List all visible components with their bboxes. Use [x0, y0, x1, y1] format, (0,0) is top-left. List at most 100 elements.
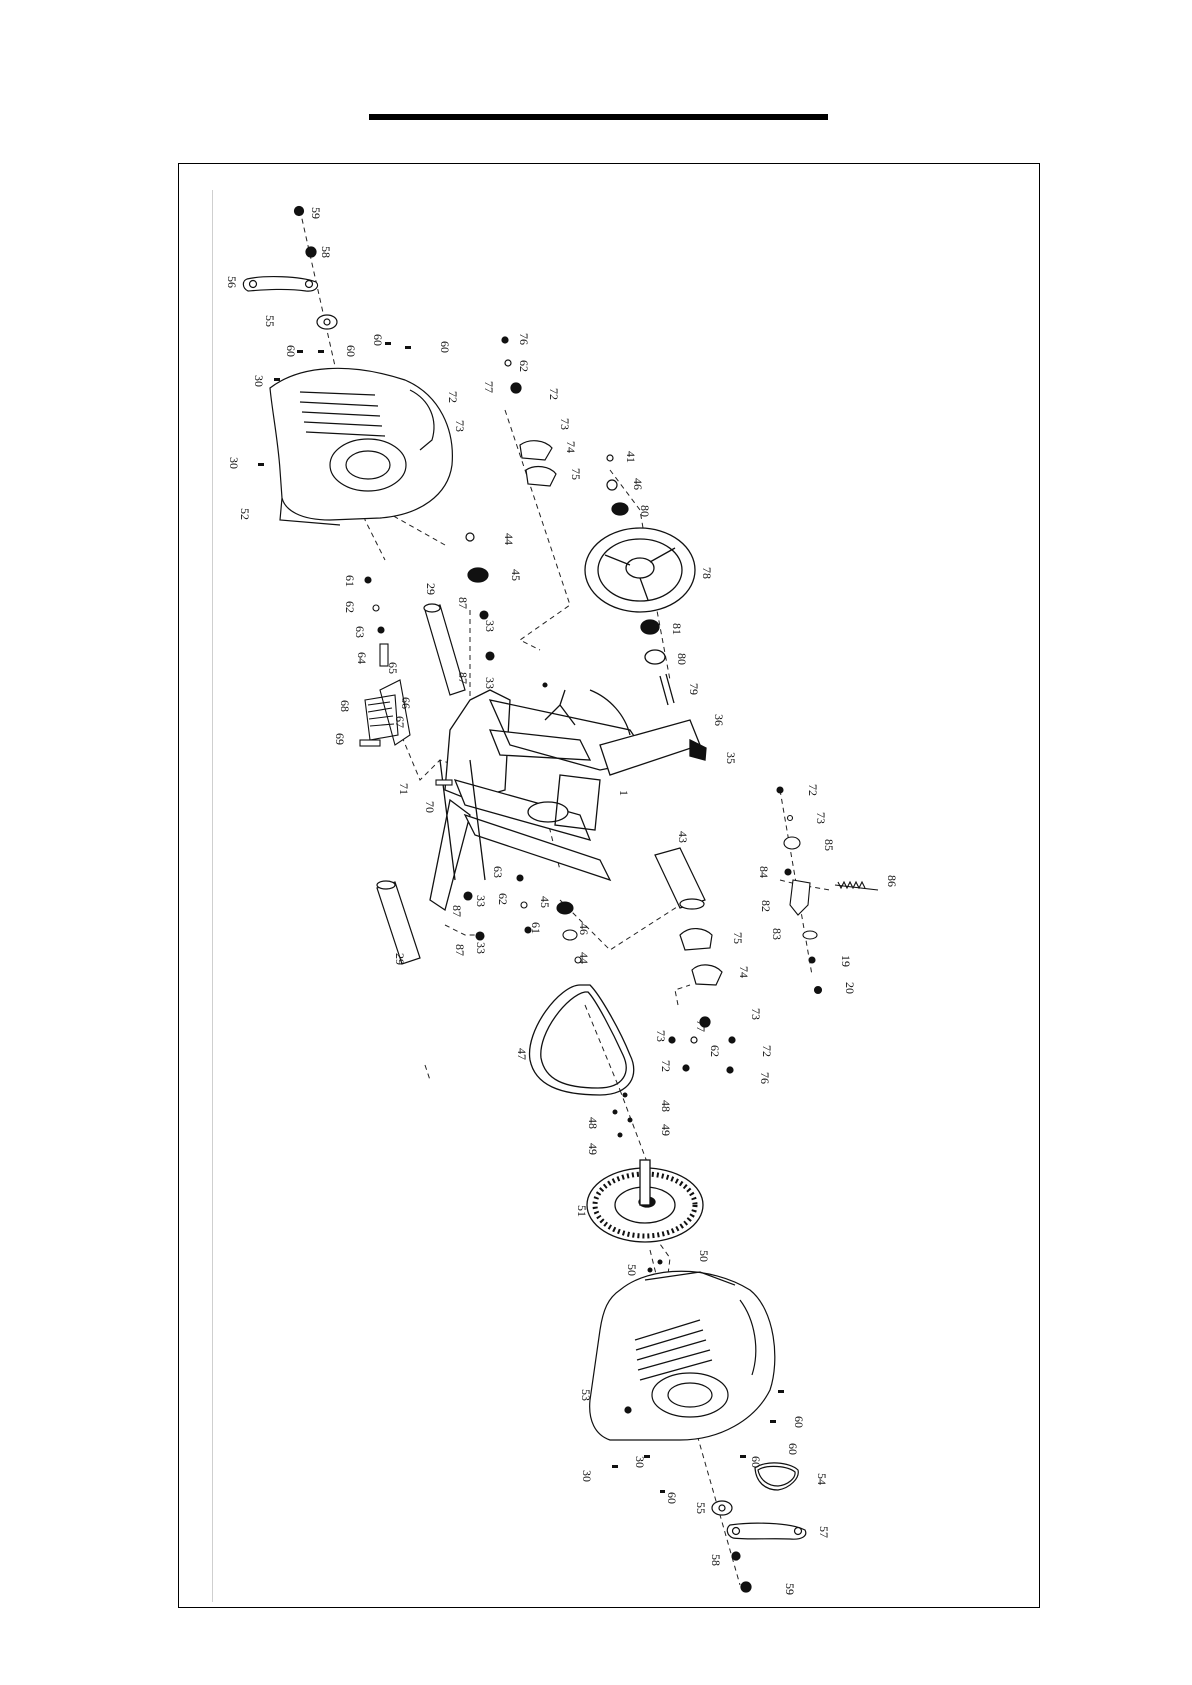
pulley-51 [587, 1160, 703, 1242]
callout-73: 73 [814, 812, 828, 824]
callout-55: 55 [694, 1502, 708, 1514]
callout-60: 60 [344, 345, 358, 357]
callout-61: 61 [529, 922, 543, 934]
callout-76: 76 [517, 333, 531, 345]
callout-84: 84 [757, 866, 771, 878]
callout-87: 87 [456, 597, 470, 609]
callout-83: 83 [770, 928, 784, 940]
callout-72: 72 [760, 1045, 774, 1057]
callout-41: 41 [624, 451, 638, 463]
callout-68: 68 [338, 700, 352, 712]
callout-30: 30 [252, 375, 266, 387]
callout-61: 61 [343, 575, 357, 587]
callout-49: 49 [586, 1143, 600, 1155]
callout-1: 1 [617, 790, 631, 796]
callout-52: 52 [238, 508, 252, 520]
callout-20: 20 [843, 982, 857, 994]
callout-86: 86 [885, 875, 899, 887]
callout-73: 73 [558, 418, 572, 430]
callout-29: 29 [393, 953, 407, 965]
callout-65: 65 [386, 662, 400, 674]
callout-71: 71 [397, 783, 411, 795]
callout-60: 60 [371, 334, 385, 346]
callout-58: 58 [319, 246, 333, 258]
callout-74: 74 [737, 966, 751, 978]
callout-87: 87 [456, 672, 470, 684]
callout-60: 60 [284, 345, 298, 357]
top-center-washers [466, 533, 488, 582]
callout-29: 29 [424, 583, 438, 595]
callout-45: 45 [538, 896, 552, 908]
callout-49: 49 [659, 1124, 673, 1136]
callout-60: 60 [438, 341, 452, 353]
callout-72: 72 [446, 391, 460, 403]
drive-belt-47 [530, 985, 634, 1095]
callout-50: 50 [625, 1264, 639, 1276]
main-frame-1 [430, 690, 706, 910]
callout-73: 73 [453, 420, 467, 432]
callout-30: 30 [227, 457, 241, 469]
left-cover [270, 368, 452, 525]
callout-44: 44 [577, 952, 591, 964]
callout-80: 80 [675, 653, 689, 665]
callout-87: 87 [453, 944, 467, 956]
callout-77: 77 [482, 381, 496, 393]
crank-bolts [613, 1093, 633, 1138]
callout-75: 75 [569, 468, 583, 480]
callout-75: 75 [731, 932, 745, 944]
callout-36: 36 [712, 714, 726, 726]
callout-62: 62 [517, 360, 531, 372]
callout-78: 78 [700, 567, 714, 579]
callout-76: 76 [758, 1072, 772, 1084]
callout-48: 48 [586, 1117, 600, 1129]
callout-33: 33 [483, 620, 497, 632]
callout-72: 72 [806, 784, 820, 796]
callout-72: 72 [547, 388, 561, 400]
callout-63: 63 [353, 626, 367, 638]
callout-69: 69 [333, 733, 347, 745]
callout-67: 67 [393, 716, 407, 728]
callout-44: 44 [502, 533, 516, 545]
callout-58: 58 [709, 1554, 723, 1566]
callout-33: 33 [474, 942, 488, 954]
callout-74: 74 [564, 441, 578, 453]
callout-73: 73 [749, 1008, 763, 1020]
callout-62: 62 [343, 601, 357, 613]
callout-50: 50 [697, 1250, 711, 1262]
callout-53: 53 [579, 1389, 593, 1401]
callout-51: 51 [575, 1205, 589, 1217]
callout-30: 30 [633, 1456, 647, 1468]
callout-19: 19 [839, 955, 853, 967]
callout-46: 46 [577, 923, 591, 935]
callout-48: 48 [659, 1100, 673, 1112]
callout-79: 79 [687, 683, 701, 695]
callout-30: 30 [580, 1470, 594, 1482]
callout-60: 60 [749, 1456, 763, 1468]
callout-43: 43 [676, 831, 690, 843]
callout-82: 82 [759, 900, 773, 912]
callout-77: 77 [694, 1020, 708, 1032]
callout-70: 70 [423, 801, 437, 813]
callout-63: 63 [491, 866, 505, 878]
callout-62: 62 [708, 1045, 722, 1057]
callout-66: 66 [399, 697, 413, 709]
callout-59: 59 [309, 207, 323, 219]
callout-55: 55 [263, 315, 277, 327]
callout-80: 80 [638, 505, 652, 517]
callout-60: 60 [665, 1492, 679, 1504]
flywheel-78 [585, 528, 695, 705]
callout-47: 47 [515, 1048, 529, 1060]
callout-54: 54 [815, 1473, 829, 1485]
callout-60: 60 [786, 1443, 800, 1455]
callout-35: 35 [724, 752, 738, 764]
callout-64: 64 [355, 652, 369, 664]
callout-81: 81 [670, 623, 684, 635]
callout-85: 85 [822, 839, 836, 851]
callout-59: 59 [783, 1583, 797, 1595]
idler-assembly-bottom [669, 929, 735, 1073]
callout-33: 33 [483, 677, 497, 689]
callout-56: 56 [225, 276, 239, 288]
callout-33: 33 [474, 895, 488, 907]
right-crank-assembly [712, 1463, 806, 1592]
